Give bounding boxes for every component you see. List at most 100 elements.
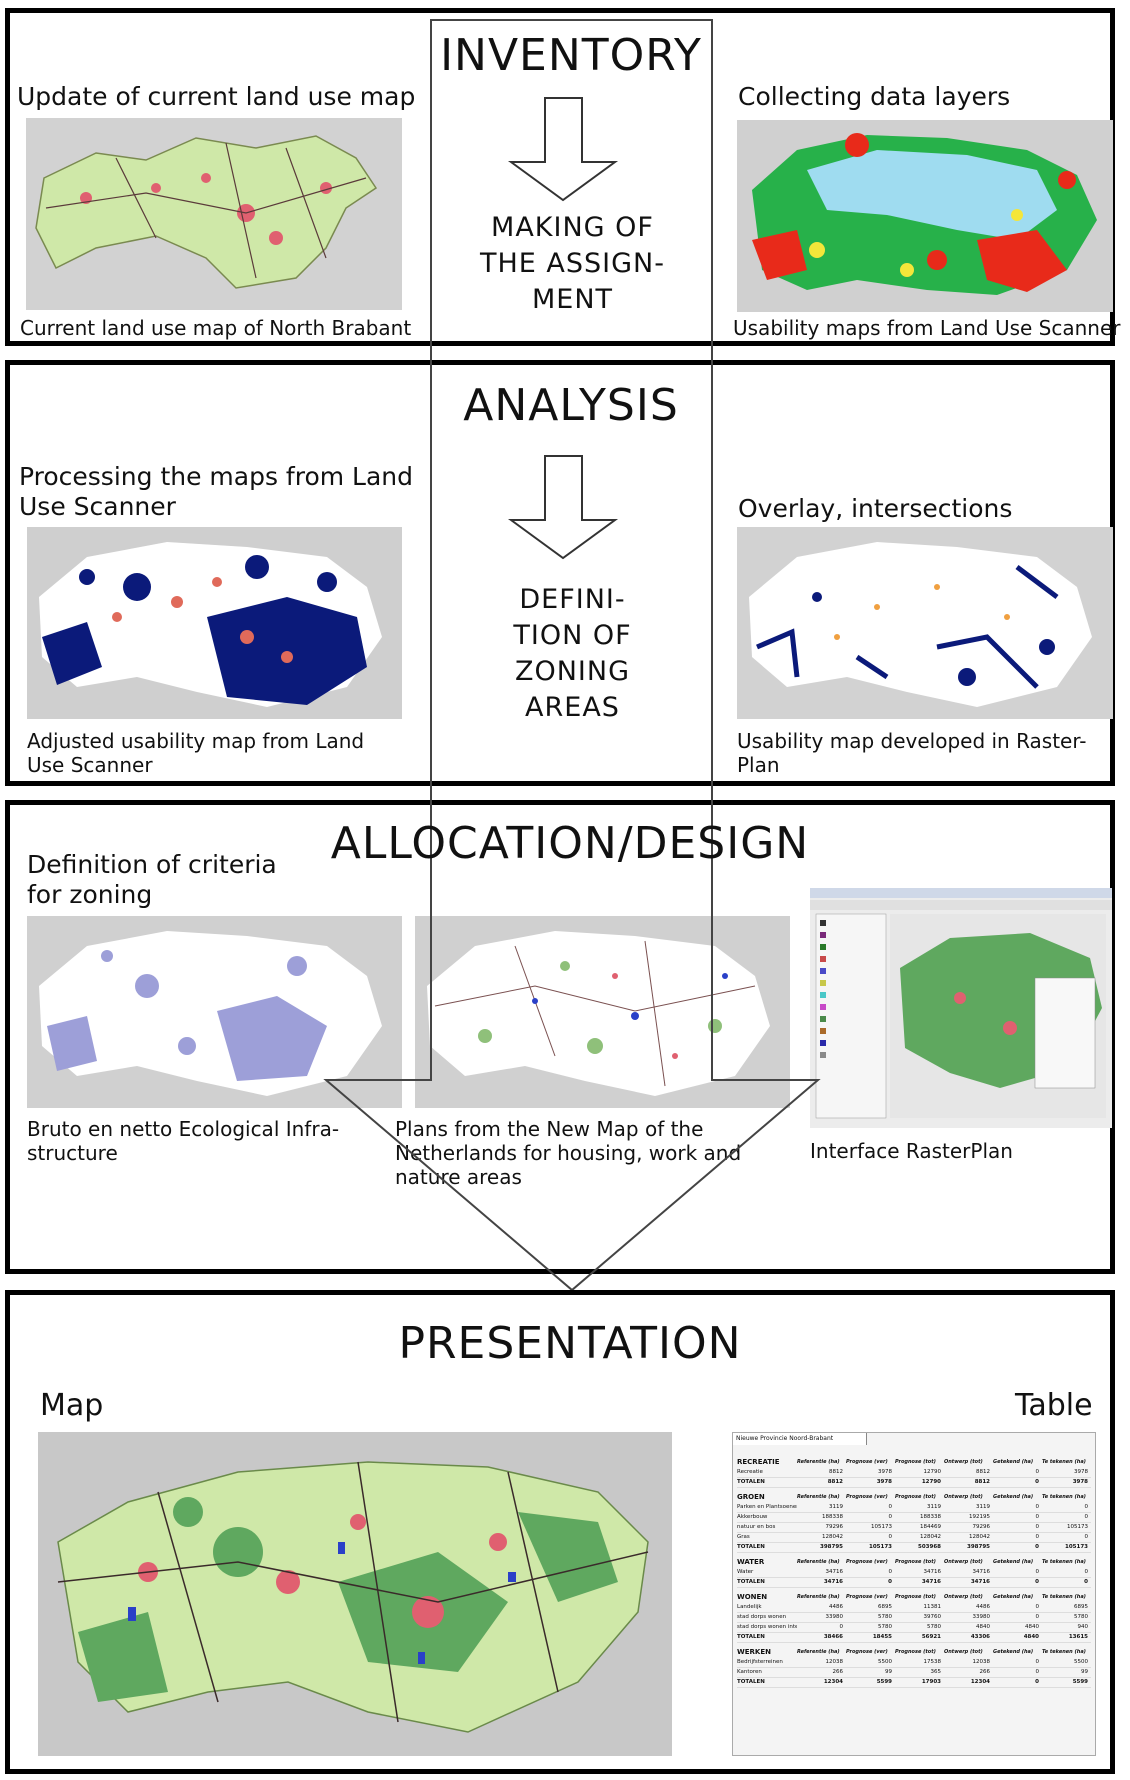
table-column-header: Getekend (ha)	[993, 1459, 1034, 1465]
table-column-header: Ontwerp (tot)	[944, 1494, 983, 1500]
table-cell: 3978	[876, 1479, 892, 1485]
table-row-label: TOTALEN	[737, 1479, 765, 1485]
table-cell: 0	[1084, 1504, 1089, 1510]
table-cell: 503968	[918, 1544, 941, 1550]
table-cell: 33980	[825, 1614, 844, 1620]
analysis-right-caption: Usability map developed in Raster- Plan	[737, 729, 1087, 777]
table-tab[interactable]: Nieuwe Provincie Noord-Brabant	[733, 1433, 867, 1445]
table-cell: 4840	[1023, 1634, 1039, 1640]
table-cell: 0	[1035, 1469, 1040, 1475]
allocation-caption-2-line-3: nature areas	[395, 1165, 522, 1185]
table-cell: 105173	[1065, 1544, 1088, 1550]
table-cell: 5599	[1072, 1679, 1088, 1685]
table-cell: 33980	[972, 1614, 991, 1620]
table-row-label: Bedrijfsterreinen	[737, 1659, 783, 1665]
current-land-use-map	[26, 118, 402, 310]
table-column-header: Getekend (ha)	[993, 1649, 1034, 1655]
table-column-header: Ontwerp (tot)	[944, 1594, 983, 1600]
analysis-left-title: Processing the maps from Land Use Scanne…	[19, 462, 413, 522]
analysis-left-caption: Adjusted usability map from Land Use Sca…	[27, 729, 364, 777]
table-cell: 3119	[829, 1504, 843, 1510]
presentation-zoning-map	[38, 1432, 672, 1756]
table-column-header: Prognose (ver)	[846, 1459, 888, 1465]
table-cell: 8812	[829, 1469, 843, 1475]
table-cell: 34716	[921, 1579, 941, 1585]
table-cell: 0	[1035, 1579, 1039, 1585]
table-column-header: Ontwerp (tot)	[944, 1459, 983, 1465]
table-column-header: Referentie (ha)	[797, 1459, 840, 1465]
table-column-header: Te tekenen (ha)	[1042, 1494, 1086, 1500]
table-cell: 12790	[923, 1469, 942, 1475]
table-cell: 0	[888, 1579, 892, 1585]
table-cell: 34716	[823, 1579, 843, 1585]
table-row-label: Kantoren	[737, 1669, 762, 1675]
inventory-step-line-1: MAKING OF	[491, 212, 654, 243]
table-cell: 398795	[820, 1544, 843, 1550]
table-cell: 0	[888, 1514, 893, 1520]
analysis-left-title-line-1: Processing the maps from Land	[19, 462, 414, 491]
table-cell: 56921	[921, 1634, 941, 1640]
table-cell: 128042	[920, 1534, 941, 1540]
adjusted-usability-map	[27, 527, 402, 719]
table-column-header: Prognose (ver)	[846, 1494, 888, 1500]
analysis-step-line-1: DEFINI-	[519, 584, 626, 615]
table-column-header: Prognose (tot)	[895, 1594, 936, 1600]
table-cell: 5500	[1074, 1659, 1088, 1665]
table-cell: 13615	[1068, 1634, 1088, 1640]
table-cell: 8812	[827, 1479, 843, 1485]
table-cell: 3119	[927, 1504, 941, 1510]
table-cell: 99	[885, 1669, 892, 1675]
allocation-caption-2: Plans from the New Map of the Netherland…	[395, 1117, 741, 1185]
table-cell: 266	[979, 1669, 991, 1675]
table-column-header: Getekend (ha)	[993, 1494, 1034, 1500]
table-cell: 39760	[923, 1614, 942, 1620]
allocation-left-title-line-1: Definition of criteria	[27, 850, 277, 879]
table-section-name: WONEN	[737, 1593, 768, 1601]
table-cell: 34716	[825, 1569, 844, 1575]
table-row-label: TOTALEN	[737, 1544, 765, 1550]
table-section-name: WATER	[737, 1558, 765, 1566]
inventory-right-title: Collecting data layers	[738, 82, 1011, 111]
table-cell: 0	[1035, 1524, 1040, 1530]
analysis-step-line-2: TION OF	[513, 620, 632, 651]
table-column-header: Ontwerp (tot)	[944, 1559, 983, 1565]
table-cell: 5780	[927, 1624, 941, 1630]
table-cell: 105173	[1067, 1524, 1088, 1530]
table-cell: 12038	[825, 1659, 844, 1665]
table-cell: 0	[1035, 1534, 1040, 1540]
table-cell: 0	[1035, 1569, 1040, 1575]
table-row-label: Landelijk	[737, 1604, 762, 1610]
table-row-label: stad dorps wonen	[737, 1614, 787, 1620]
table-row-label: Water	[737, 1569, 754, 1575]
table-column-header: Referentie (ha)	[797, 1494, 840, 1500]
analysis-left-caption-line-1: Adjusted usability map from Land	[27, 729, 365, 753]
table-column-header: Prognose (ver)	[846, 1649, 888, 1655]
table-column-header: Prognose (ver)	[846, 1559, 888, 1565]
table-cell: 0	[1084, 1569, 1089, 1575]
table-cell: 105173	[871, 1524, 892, 1530]
table-cell: 0	[1035, 1504, 1040, 1510]
table-cell: 0	[888, 1534, 893, 1540]
table-column-header: Ontwerp (tot)	[944, 1649, 983, 1655]
inventory-step-line-3: MENT	[531, 284, 614, 315]
table-cell: 188338	[822, 1514, 843, 1520]
inventory-left-caption: Current land use map of North Brabant	[20, 316, 412, 340]
allocation-caption-2-line-1: Plans from the New Map of the	[395, 1117, 704, 1141]
table-column-header: Getekend (ha)	[993, 1559, 1034, 1565]
presentation-heading: PRESENTATION	[398, 1318, 742, 1369]
table-cell: 3978	[878, 1469, 892, 1475]
table-cell: 17903	[921, 1679, 941, 1685]
